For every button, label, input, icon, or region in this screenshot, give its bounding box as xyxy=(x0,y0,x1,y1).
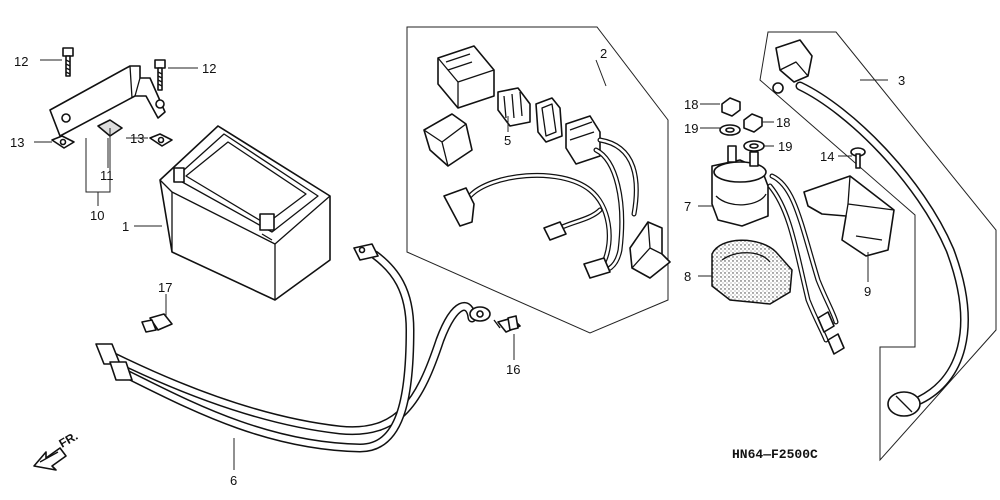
bolt-12-right xyxy=(154,59,166,91)
callout-14: 14 xyxy=(820,149,834,164)
callout-16: 16 xyxy=(506,362,520,377)
relay-cover-9 xyxy=(803,175,895,257)
callout-2: 2 xyxy=(600,46,607,61)
callout-5: 5 xyxy=(504,133,511,148)
cable-group-outline xyxy=(759,31,997,462)
terminal-boot xyxy=(629,221,671,279)
callout-19-left: 19 xyxy=(684,121,698,136)
relay-connector xyxy=(437,45,495,109)
callout-17: 17 xyxy=(158,280,172,295)
nut-18-top xyxy=(721,97,741,117)
leader-lines xyxy=(34,59,888,470)
callout-13-right: 13 xyxy=(130,131,144,146)
callout-7: 7 xyxy=(684,199,691,214)
battery-cable-6 xyxy=(95,243,491,453)
callout-numbers: 12 12 13 13 11 10 1 2 5 3 18 19 18 19 14… xyxy=(10,46,905,488)
main-harness xyxy=(443,115,639,279)
callout-10: 10 xyxy=(90,208,104,223)
battery xyxy=(159,125,331,301)
callout-9: 9 xyxy=(864,284,871,299)
connector-cap xyxy=(423,113,473,167)
callout-6: 6 xyxy=(230,473,237,488)
callout-8: 8 xyxy=(684,269,691,284)
callout-12-right: 12 xyxy=(202,61,216,76)
nut-13-left xyxy=(51,135,75,149)
starter-relay-7 xyxy=(711,145,845,355)
screw-14 xyxy=(850,147,866,169)
battery-bracket xyxy=(49,65,166,137)
callout-12-left: 12 xyxy=(14,54,28,69)
callout-13-left: 13 xyxy=(10,135,24,150)
washer-19-left xyxy=(719,124,741,136)
fuse-holder-5 xyxy=(497,87,531,127)
starter-cable-3 xyxy=(772,39,969,417)
front-direction-arrow: FR. xyxy=(33,429,80,471)
bolt-16 xyxy=(493,315,521,333)
callout-18-right: 18 xyxy=(776,115,790,130)
grommet xyxy=(535,97,563,143)
callout-18-top: 18 xyxy=(684,97,698,112)
nut-13-right xyxy=(149,133,173,147)
callout-3: 3 xyxy=(898,73,905,88)
relay-rubber-mount-8 xyxy=(711,239,793,305)
washer-19-right xyxy=(743,140,765,152)
callout-1: 1 xyxy=(122,219,129,234)
harness-group-outline xyxy=(406,26,669,334)
bolt-17 xyxy=(141,313,173,333)
callout-19-right: 19 xyxy=(778,139,792,154)
nut-18-right xyxy=(743,113,763,133)
bolt-12-left xyxy=(62,47,74,77)
diagram-code: HN64—F2500C xyxy=(732,447,818,462)
callout-11: 11 xyxy=(100,168,114,183)
